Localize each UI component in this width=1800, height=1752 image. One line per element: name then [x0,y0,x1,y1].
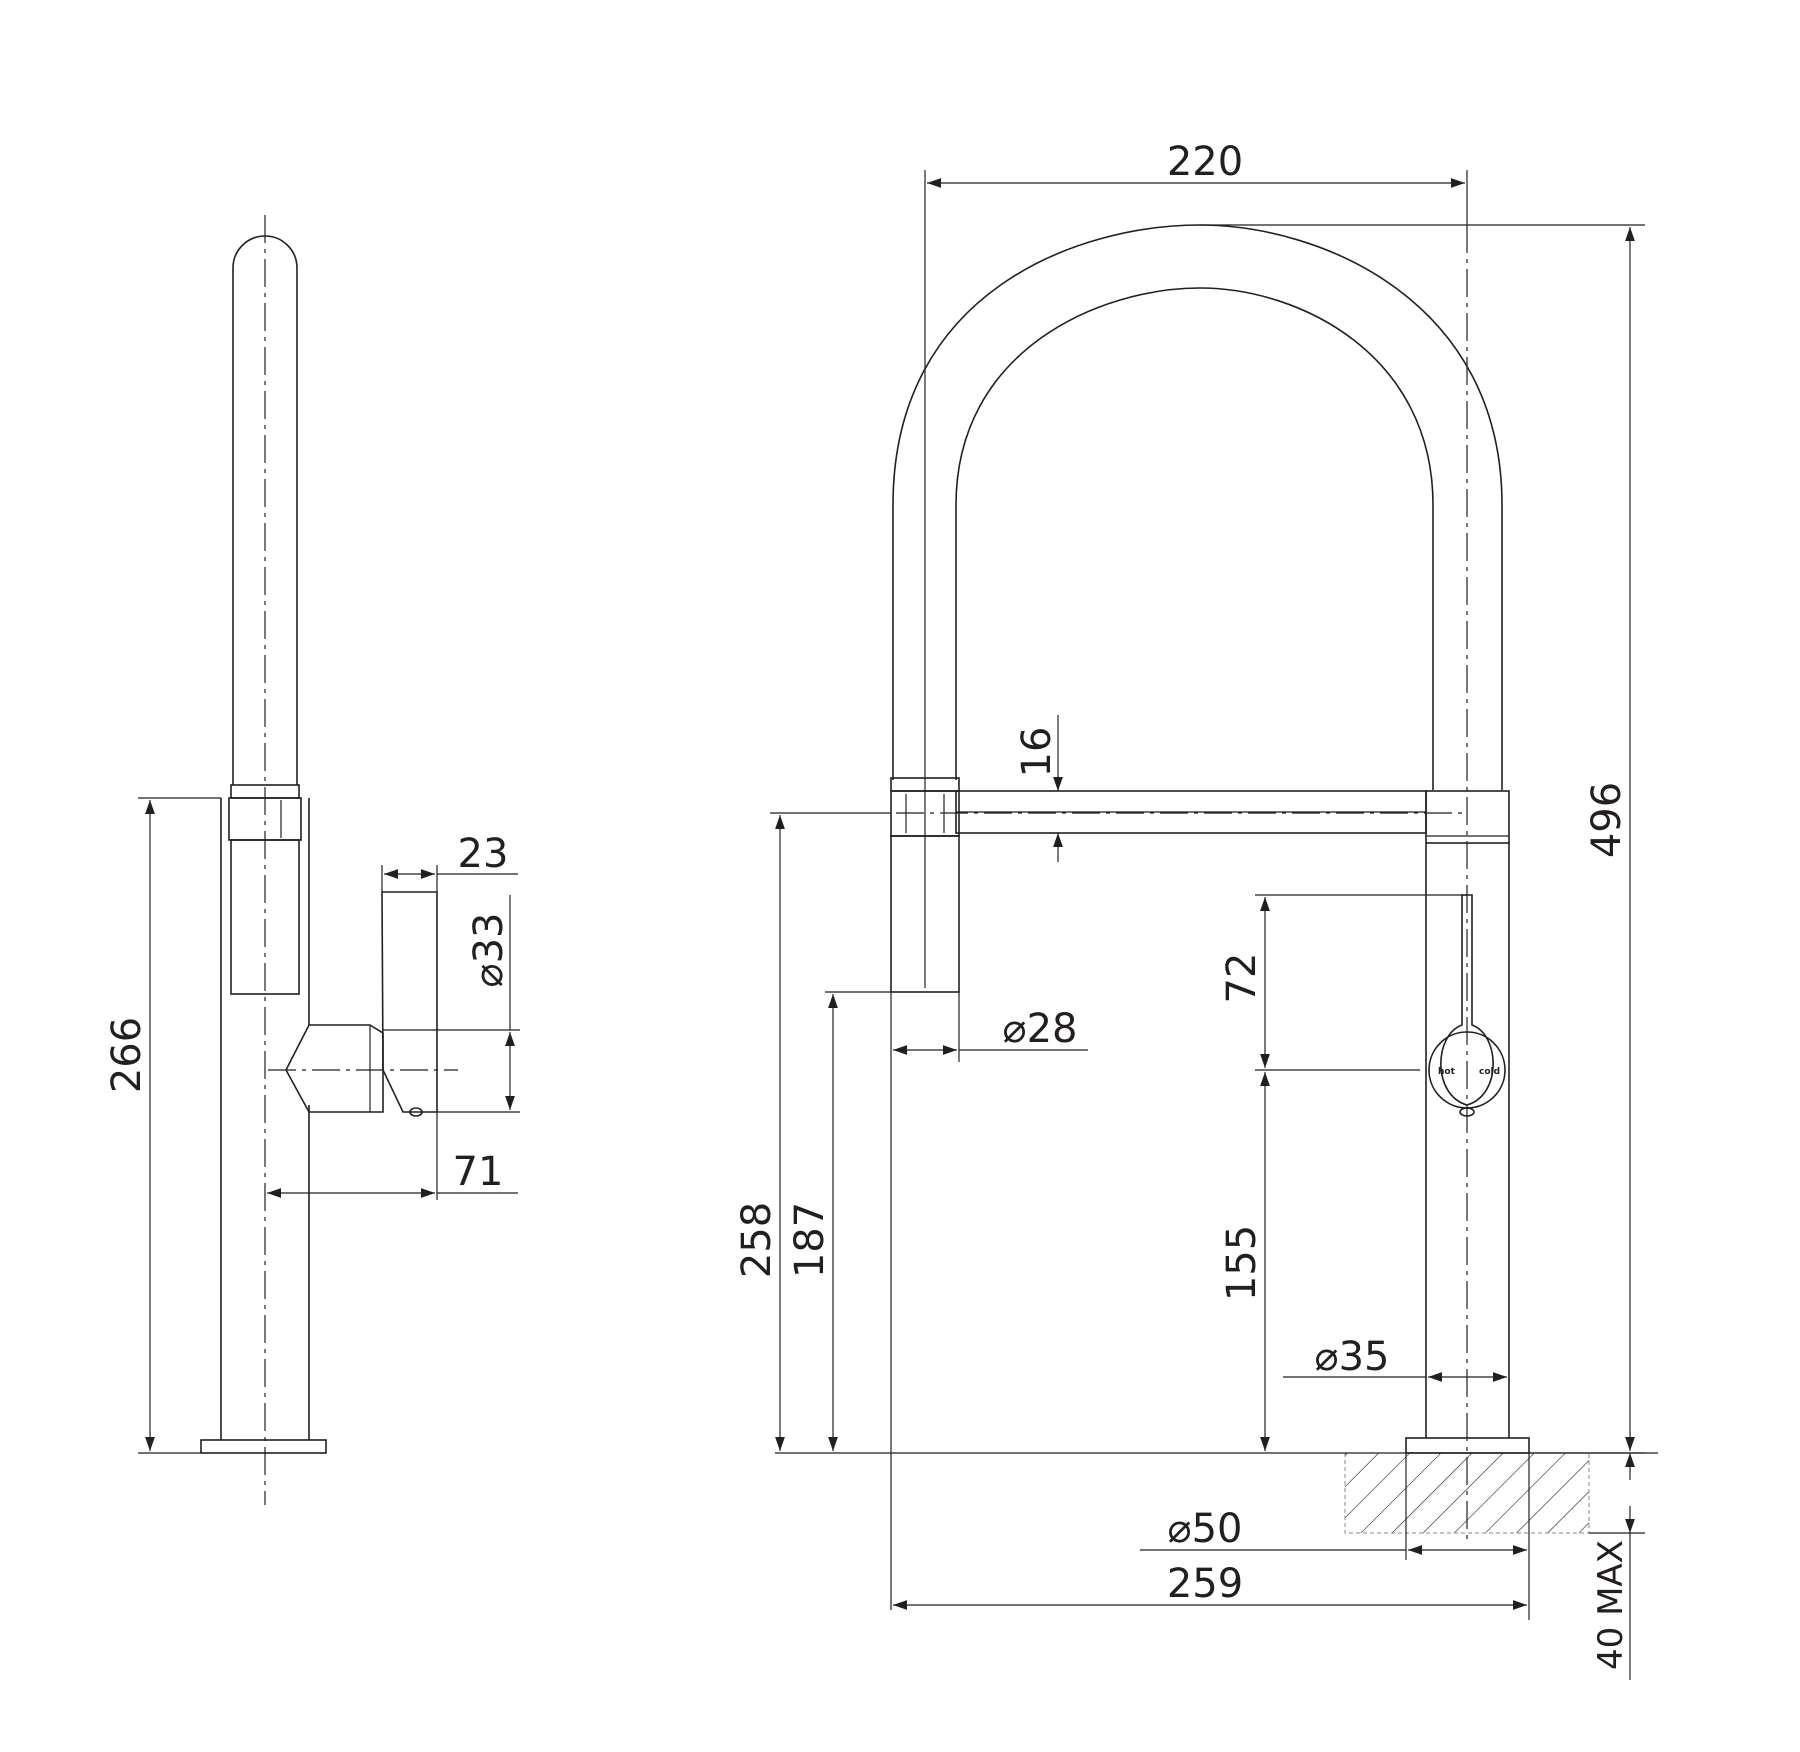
dim-front-bench-thickness: 40 MAX [1591,1540,1631,1670]
dim-front-body-diameter: ⌀35 [1315,1334,1390,1380]
dim-front-lever-height: 155 [1219,1225,1265,1301]
dim-front-height: 496 [1584,782,1630,858]
side-lever-hub [285,1024,384,1113]
side-spout-tube [232,235,298,785]
dim-front-spray-diameter: ⌀28 [1003,1006,1078,1052]
dim-front-reach: 259 [1167,1561,1243,1607]
dim-side-height: 266 [104,1017,150,1093]
bench-section-hatch [1344,1452,1590,1534]
front-view: hot cold 220 496 16 258 187 [734,139,1658,1680]
dim-front-arm-diameter: 16 [1014,727,1060,778]
side-base-flange [200,1439,327,1454]
side-lever-handle [381,891,438,1113]
dim-front-lever-offset: 72 [1219,953,1265,1004]
front-spout-arch-outer [892,224,1503,790]
dim-side-lever-reach: 71 [453,1149,504,1195]
dim-front-spray-clearance: 187 [787,1202,833,1278]
dim-side-lever-width: 23 [458,831,509,877]
front-spout-arch-inner [955,287,1434,790]
side-spray-head [230,839,300,995]
front-lever [1440,894,1494,1106]
dim-front-spray-height: 258 [734,1202,780,1278]
label-cold: cold [1479,1067,1500,1077]
dim-side-lever-diameter: ⌀33 [466,913,512,988]
side-view: 266 23 ⌀33 71 [104,215,520,1505]
dim-front-spout-width: 220 [1167,139,1243,185]
dim-front-base-diameter: ⌀50 [1168,1506,1243,1552]
label-hot: hot [1438,1067,1456,1077]
